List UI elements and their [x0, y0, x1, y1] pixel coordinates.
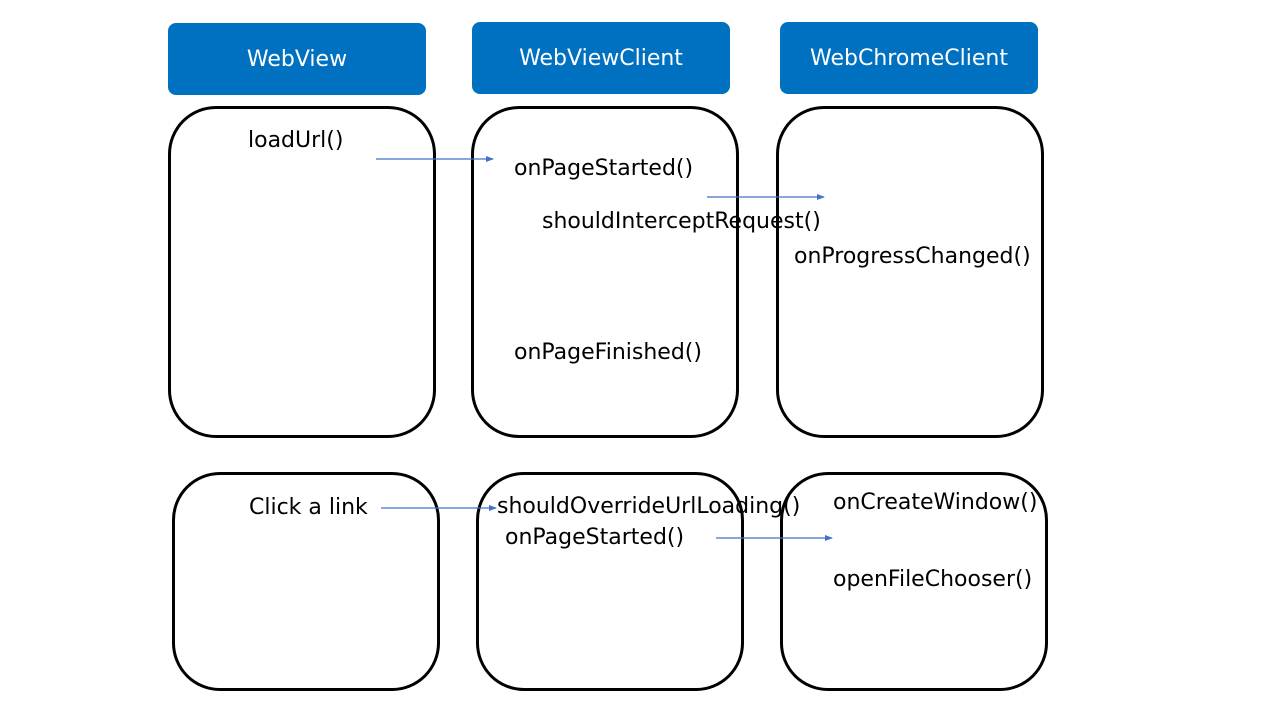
onprogresschanged-label: onProgressChanged()	[794, 244, 1031, 269]
shouldoverrideurlloading-label: shouldOverrideUrlLoading()	[497, 494, 801, 519]
oncreatewindow-label: onCreateWindow()	[833, 490, 1038, 515]
header-webview: WebView	[168, 23, 426, 95]
webviewclient-load-box	[471, 106, 739, 438]
onpagestarted-label: onPageStarted()	[514, 156, 694, 181]
webchromeclient-link-box	[780, 472, 1048, 691]
openfilechooser-label: openFileChooser()	[833, 567, 1033, 592]
shouldinterceptrequest-label: shouldInterceptRequest()	[542, 209, 821, 234]
onpagestarted-link-label: onPageStarted()	[505, 525, 685, 550]
header-webchromeclient-label: WebChromeClient	[810, 45, 1008, 71]
header-webview-label: WebView	[246, 46, 348, 72]
header-webviewclient-label: WebViewClient	[519, 45, 683, 71]
click-a-link-label: Click a link	[249, 495, 368, 520]
webchromeclient-load-box	[776, 106, 1044, 438]
webview-load-box	[168, 106, 436, 438]
onpagefinished-label: onPageFinished()	[514, 340, 702, 365]
header-webchromeclient: WebChromeClient	[780, 22, 1038, 94]
header-webviewclient: WebViewClient	[472, 22, 730, 94]
webviewclient-link-box	[476, 472, 744, 691]
loadurl-label: loadUrl()	[248, 128, 344, 153]
